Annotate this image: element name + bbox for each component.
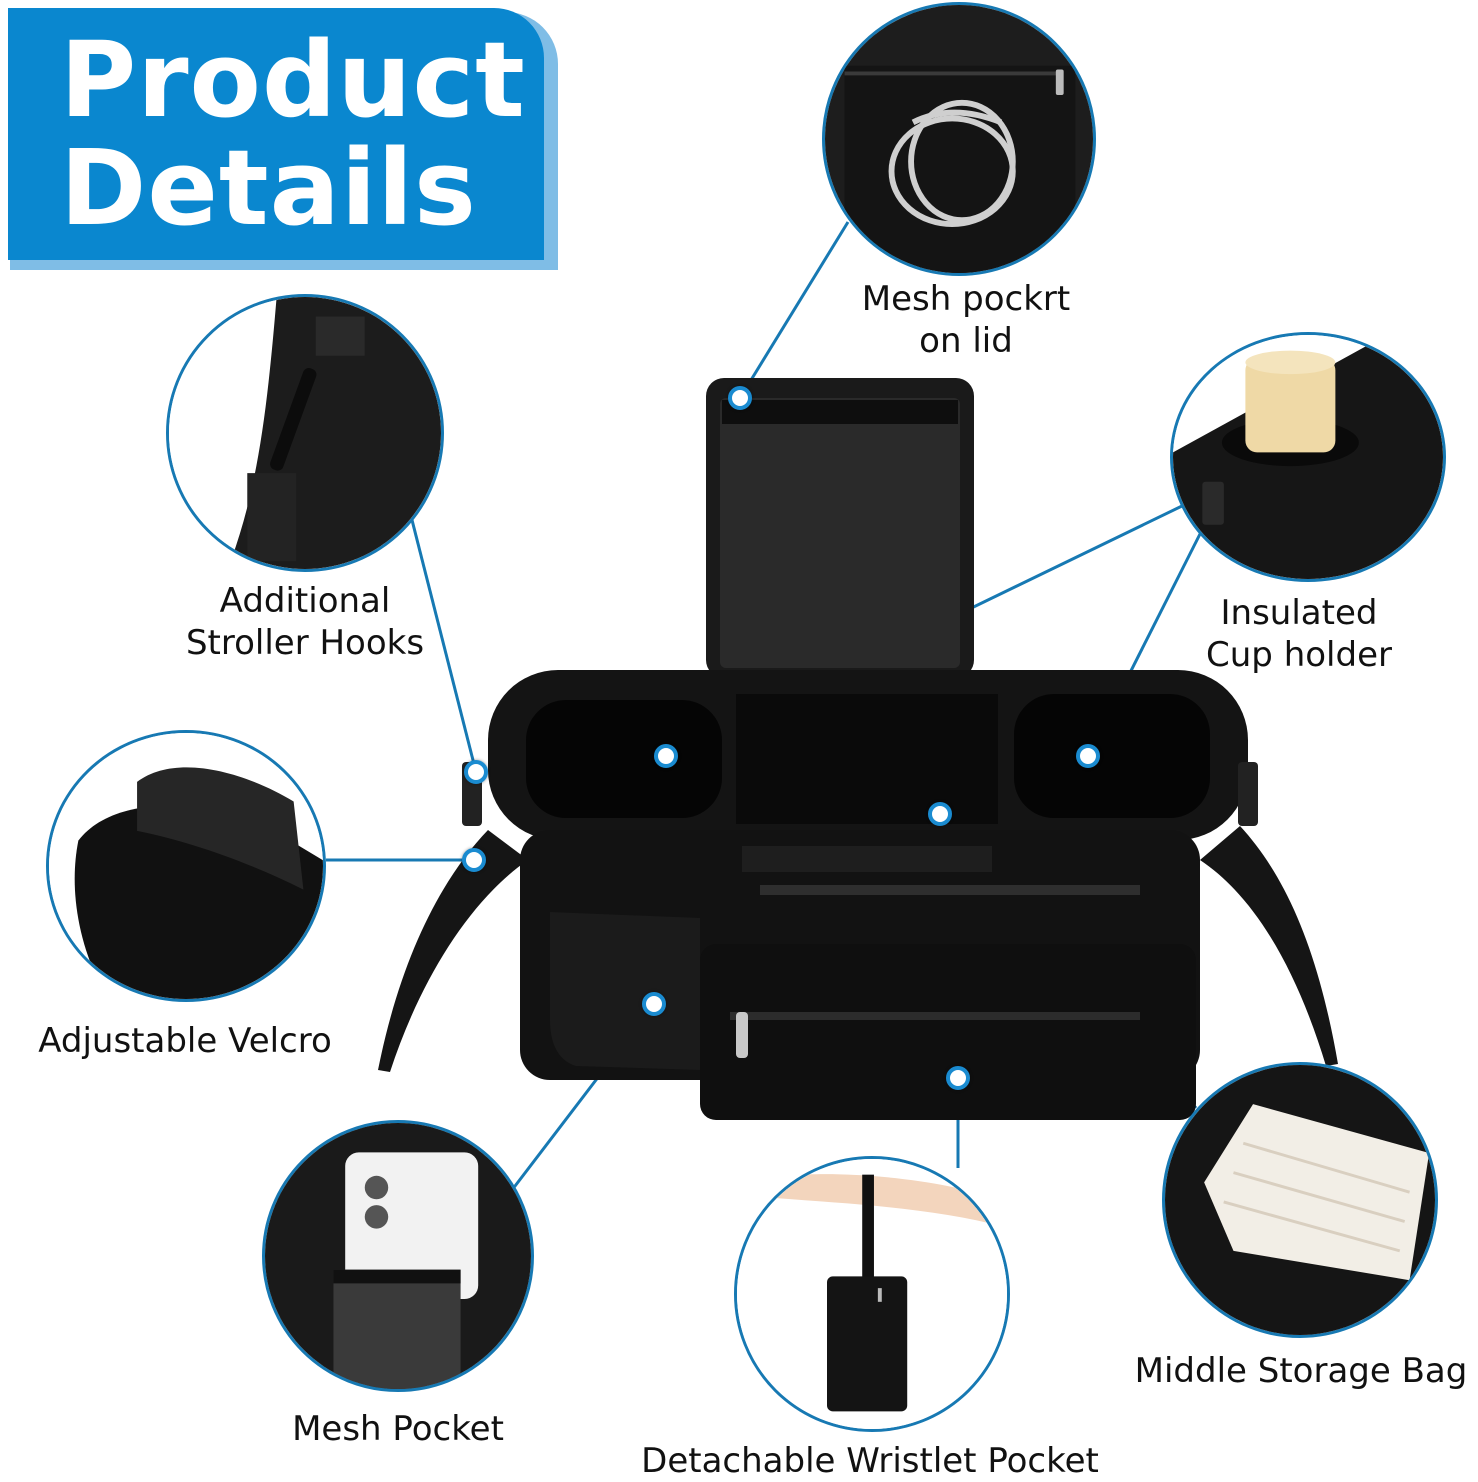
label-mesh-pocket-lid: Mesh pockrt on lid	[836, 278, 1096, 362]
label-mesh-pocket: Mesh Pocket	[262, 1408, 534, 1450]
hotspot-mesh-pocket[interactable]	[642, 992, 666, 1016]
velcro-strap-icon	[49, 733, 323, 999]
callout-cup-holder	[1170, 332, 1446, 582]
callout-stroller-hooks	[166, 294, 444, 572]
label-line: Stroller Hooks	[185, 623, 425, 663]
swivel-hook-icon	[169, 297, 441, 569]
label-middle-storage: Middle Storage Bag	[1124, 1350, 1478, 1392]
callout-velcro	[46, 730, 326, 1002]
label-line: Middle Storage Bag	[1134, 1351, 1468, 1391]
label-stroller-hooks: Additional Stroller Hooks	[170, 580, 440, 664]
hotspot-wristlet[interactable]	[946, 1066, 970, 1090]
bottle-in-cup-holder-icon	[1173, 335, 1443, 579]
label-wristlet: Detachable Wristlet Pocket	[620, 1440, 1120, 1482]
label-line: on lid	[919, 321, 1013, 361]
callout-mesh-pocket-lid	[822, 2, 1096, 276]
callout-wristlet	[734, 1156, 1010, 1432]
hotspot-hook[interactable]	[464, 760, 488, 784]
hotspot-left-cup[interactable]	[654, 744, 678, 768]
phone-in-mesh-pocket-icon	[265, 1123, 531, 1389]
title-line-1: Product	[60, 19, 526, 141]
label-line: Mesh Pocket	[292, 1409, 504, 1449]
hotspot-lid[interactable]	[728, 386, 752, 410]
label-line: Additional	[219, 581, 391, 621]
page-title: Product Details	[60, 26, 526, 242]
label-line: Cup holder	[1206, 635, 1392, 675]
wristlet-pouch-icon	[737, 1159, 1007, 1429]
diapers-in-storage-icon	[1165, 1065, 1435, 1335]
label-cup-holder: Insulated Cup holder	[1176, 592, 1422, 676]
label-line: Adjustable Velcro	[38, 1021, 332, 1061]
earphones-in-mesh-icon	[825, 5, 1093, 273]
hotspot-right-cup[interactable]	[1076, 744, 1100, 768]
hotspot-middle[interactable]	[928, 802, 952, 826]
label-line: Detachable Wristlet Pocket	[641, 1441, 1099, 1481]
callout-mesh-pocket	[262, 1120, 534, 1392]
title-line-2: Details	[60, 127, 477, 249]
callout-middle-storage	[1162, 1062, 1438, 1338]
title-banner: Product Details	[8, 8, 544, 260]
label-velcro: Adjustable Velcro	[30, 1020, 340, 1062]
label-line: Insulated	[1220, 593, 1378, 633]
label-line: Mesh pockrt	[861, 279, 1071, 319]
hotspot-velcro[interactable]	[462, 848, 486, 872]
